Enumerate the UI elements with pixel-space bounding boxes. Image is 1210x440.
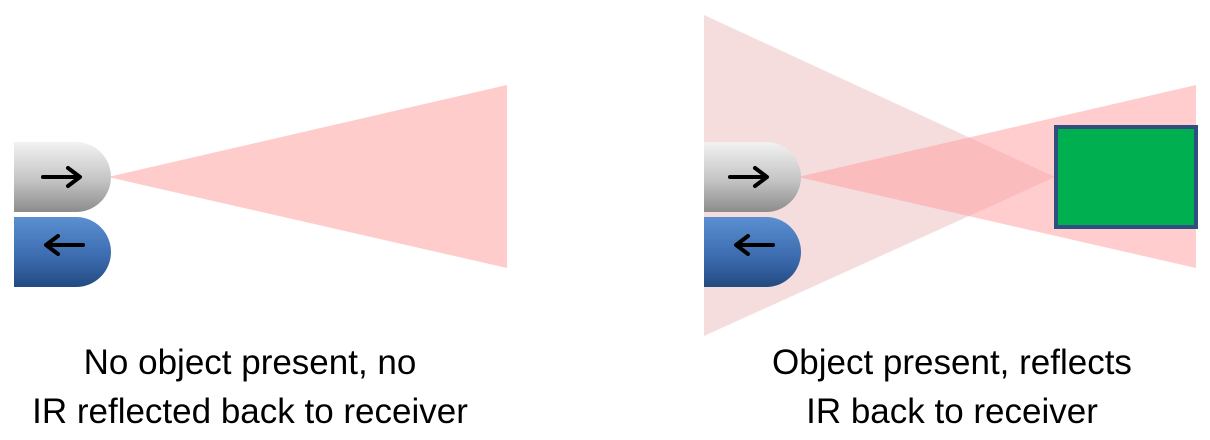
left-panel: [14, 85, 507, 287]
arrow-right-icon: [41, 166, 82, 188]
arrow-left-icon: [44, 234, 85, 256]
emitted-ir-beam: [108, 85, 507, 268]
right-caption-line-2: IR back to receiver: [806, 392, 1098, 431]
ir-receiver: [14, 217, 111, 287]
left-caption: No object present, no IR reflected back …: [0, 338, 500, 436]
ir-receiver: [704, 217, 801, 287]
left-caption-line-2: IR reflected back to receiver: [32, 392, 468, 431]
left-caption-line-1: No object present, no: [83, 343, 417, 382]
reflecting-object: [1054, 125, 1198, 229]
right-panel: [704, 15, 1198, 336]
arrow-left-icon: [734, 234, 775, 256]
right-caption: Object present, reflects IR back to rece…: [704, 338, 1200, 436]
arrow-right-icon: [728, 166, 769, 188]
right-caption-line-1: Object present, reflects: [772, 343, 1132, 382]
